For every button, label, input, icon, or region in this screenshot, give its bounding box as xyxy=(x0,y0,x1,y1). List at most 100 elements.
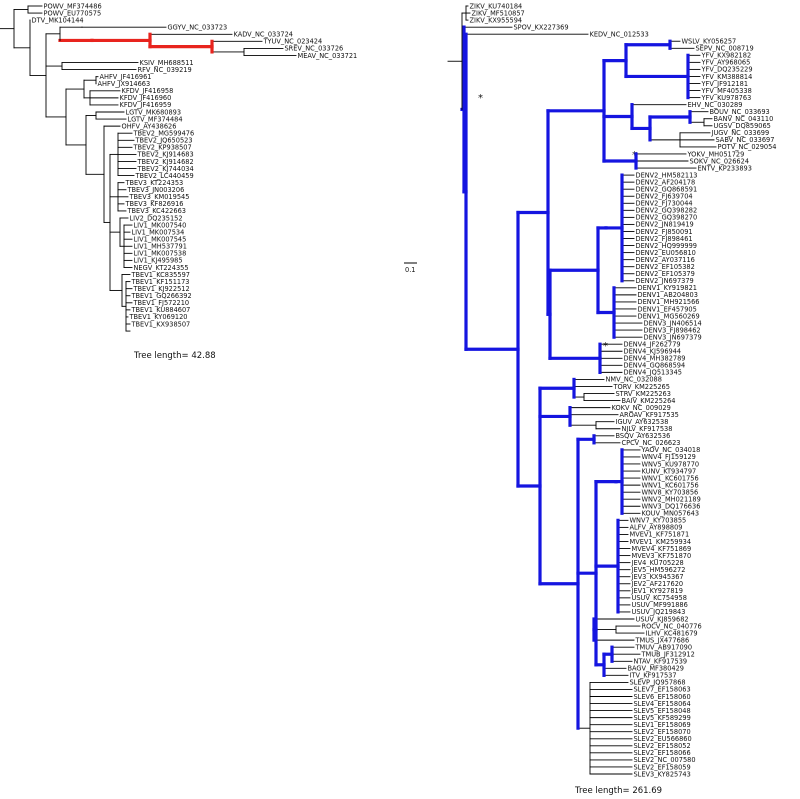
tip-label: SEPV_NC_008719 xyxy=(696,45,754,53)
tip-label: TBEV3_KM019545 xyxy=(129,193,190,201)
tip-label: CPCV_NC_026623 xyxy=(622,439,681,447)
tip-label: AHFV_JF416961 xyxy=(100,73,152,81)
tip-label: KSIV_MH688511 xyxy=(140,59,194,67)
tip-label: LIV1_MK007538 xyxy=(134,250,187,258)
tip-label: SLEV6_EF158060 xyxy=(634,693,691,701)
tip-label: YOKV_MH051729 xyxy=(687,150,745,158)
tip-label: WNV5_KU978770 xyxy=(642,460,700,468)
tip-label: DENV2_EU056810 xyxy=(636,249,696,257)
tip-label: JEV1_KY927819 xyxy=(631,587,683,595)
tip-label: AROAV_KF917535 xyxy=(620,411,679,419)
tip-label: USUV_MF991886 xyxy=(632,601,688,609)
tip-label: ZIKV_KX955594 xyxy=(470,16,523,24)
tip-label: AHFV_JX914663 xyxy=(98,80,151,88)
right-phylogenetic-tree: 0.1 * * * Tree length= 261.69 ZIKV_KU740… xyxy=(404,2,777,796)
tip-label: DENV3_JN406514 xyxy=(644,319,702,327)
tip-label: TBEV1_KX938507 xyxy=(131,320,191,328)
tip-label: LGTV_MF374484 xyxy=(128,115,183,123)
tip-label: KEDV_NC_012533 xyxy=(590,30,649,38)
tip-label: LIV1_MK007534 xyxy=(132,228,185,236)
tip-label: KFDV_JF416958 xyxy=(122,87,174,95)
tip-label: KFDV_JF416959 xyxy=(120,101,172,109)
tip-label: DENV2_FJ898461 xyxy=(636,235,693,243)
tip-label: TBEV3_KF826916 xyxy=(125,200,184,208)
tip-label: SLEV4_EF158064 xyxy=(634,700,691,708)
tip-label: JUGV_NC_033699 xyxy=(711,129,770,137)
tip-label: TBEV2_LC440459 xyxy=(135,172,194,180)
tip-label: MVEV1_KM259934 xyxy=(630,538,692,546)
tip-label: DENV2_AF204178 xyxy=(636,178,696,186)
tip-label: SLEV2_EF158070 xyxy=(634,728,691,736)
tip-label: MEAV_NC_033721 xyxy=(298,52,358,60)
tip-label: WNV1_KC601756 xyxy=(642,481,699,489)
tip-label: POTV_NC_029054 xyxy=(718,143,777,151)
tip-label: USUV_JQ219843 xyxy=(632,608,686,616)
tip-label: DENV1_MG560269 xyxy=(638,312,700,320)
tip-label: OHFV_AY438626 xyxy=(122,122,177,130)
tip-label: IGUV_AY632538 xyxy=(616,418,669,426)
tip-label: MVEV3_KF751870 xyxy=(632,552,692,560)
tip-label: DENV3_FJ898462 xyxy=(644,326,701,334)
tip-label: NMV_NC_032088 xyxy=(606,376,662,384)
left-tree-length-label: Tree length= 42.88 xyxy=(133,351,216,361)
tip-label: TBEV2_KP938507 xyxy=(133,144,192,152)
tip-label: TBEV1_FJ572210 xyxy=(133,299,190,307)
tip-label: DENV4_MH382789 xyxy=(624,355,686,363)
tip-label: BAGV_MF380429 xyxy=(628,665,685,673)
tip-label: TYUV_NC_023424 xyxy=(263,38,323,46)
tip-label: JEV4_KU705228 xyxy=(631,559,684,567)
tip-label: DENV2_JN697379 xyxy=(636,277,694,285)
tip-label: BANV_NC_043110 xyxy=(714,115,774,123)
tip-label: DENV2_FJ730044 xyxy=(636,200,693,208)
tip-label: SLEV2_NC_007580 xyxy=(634,756,696,764)
tip-label: ALFV_AY898809 xyxy=(630,524,683,532)
right-tree-length-label: Tree length= 261.69 xyxy=(574,786,662,796)
left-phylogenetic-tree: Tree length= 42.88 POWV_MF374486POWV_EU7… xyxy=(0,2,357,361)
tip-label: TMUS_JX477686 xyxy=(635,636,690,644)
tip-label: DENV2_EF105382 xyxy=(636,263,695,271)
tip-label: DENV2_FJ639704 xyxy=(636,193,693,201)
tip-label: LIV1_MK007545 xyxy=(134,236,187,244)
tip-label: DENV2_GQ868591 xyxy=(636,185,698,193)
tip-label: SLEV2_EF158052 xyxy=(634,742,691,750)
tip-label: DENV3_JN697379 xyxy=(644,333,702,341)
tip-label: LIV1_MK007540 xyxy=(134,221,187,229)
tip-label: SLEV2_EU566860 xyxy=(634,735,692,743)
tip-label: RFV_NC_039219 xyxy=(138,66,192,74)
tip-label: GGYV_NC_033723 xyxy=(168,24,228,32)
tip-label: TBEV3_KC422663 xyxy=(127,207,186,215)
scale-bar-label: 0.1 xyxy=(405,266,416,274)
tip-label: ENTV_KP233893 xyxy=(698,164,752,172)
tip-label: EHV_NC_030289 xyxy=(688,101,743,109)
tip-label: SREV_NC_033726 xyxy=(285,45,344,53)
tip-label: TBEV2_JQ650523 xyxy=(135,137,193,145)
tip-label: TMUB_JF312912 xyxy=(641,651,695,659)
tip-label: SLEV1_EF158069 xyxy=(634,721,691,729)
tip-label: TBEV2_KJ914683 xyxy=(137,151,194,159)
tip-label: SLEVP_JQ957868 xyxy=(630,679,686,687)
tip-label: BAIV_KM225264 xyxy=(622,397,676,405)
tip-label: YFV_JF912181 xyxy=(701,80,749,88)
tip-label: DENV4_JF262779 xyxy=(624,341,681,349)
tip-label: SLEV5_KF589299 xyxy=(634,714,691,722)
tip-label: NTAV_KF917539 xyxy=(634,658,688,666)
tip-label: SLEV2_EF158066 xyxy=(634,749,691,757)
tip-label: TBEV2_KJ744034 xyxy=(137,165,194,173)
tip-label: LIV1_MH537791 xyxy=(134,243,187,251)
tip-label: YFV_KU978763 xyxy=(701,94,752,102)
tip-label: DENV2_AY037116 xyxy=(636,256,695,264)
tip-label: UGSV_DQ859065 xyxy=(714,122,771,130)
tip-label: WSLV_KY056257 xyxy=(682,38,737,46)
tip-label: TBEV1_KF151173 xyxy=(131,278,190,286)
tip-label: SOKV_NC_026624 xyxy=(690,157,750,165)
tip-label: TMUV_AB917090 xyxy=(635,643,693,651)
tip-label: POWV_EU770575 xyxy=(44,9,102,17)
tip-label: DTV_MK104144 xyxy=(32,16,84,24)
tip-label: TBEV3_KT224353 xyxy=(125,179,184,187)
tip-label: YAOV_NC_034018 xyxy=(641,446,701,454)
tip-label: DENV2_FJ850091 xyxy=(636,228,693,236)
tip-label: LIV1_KJ495985 xyxy=(134,257,183,265)
tip-label: DENV1_KY919821 xyxy=(638,284,697,292)
tip-label: BSQV_AY632536 xyxy=(616,432,671,440)
tip-label: KUNV_KT934797 xyxy=(642,467,697,475)
